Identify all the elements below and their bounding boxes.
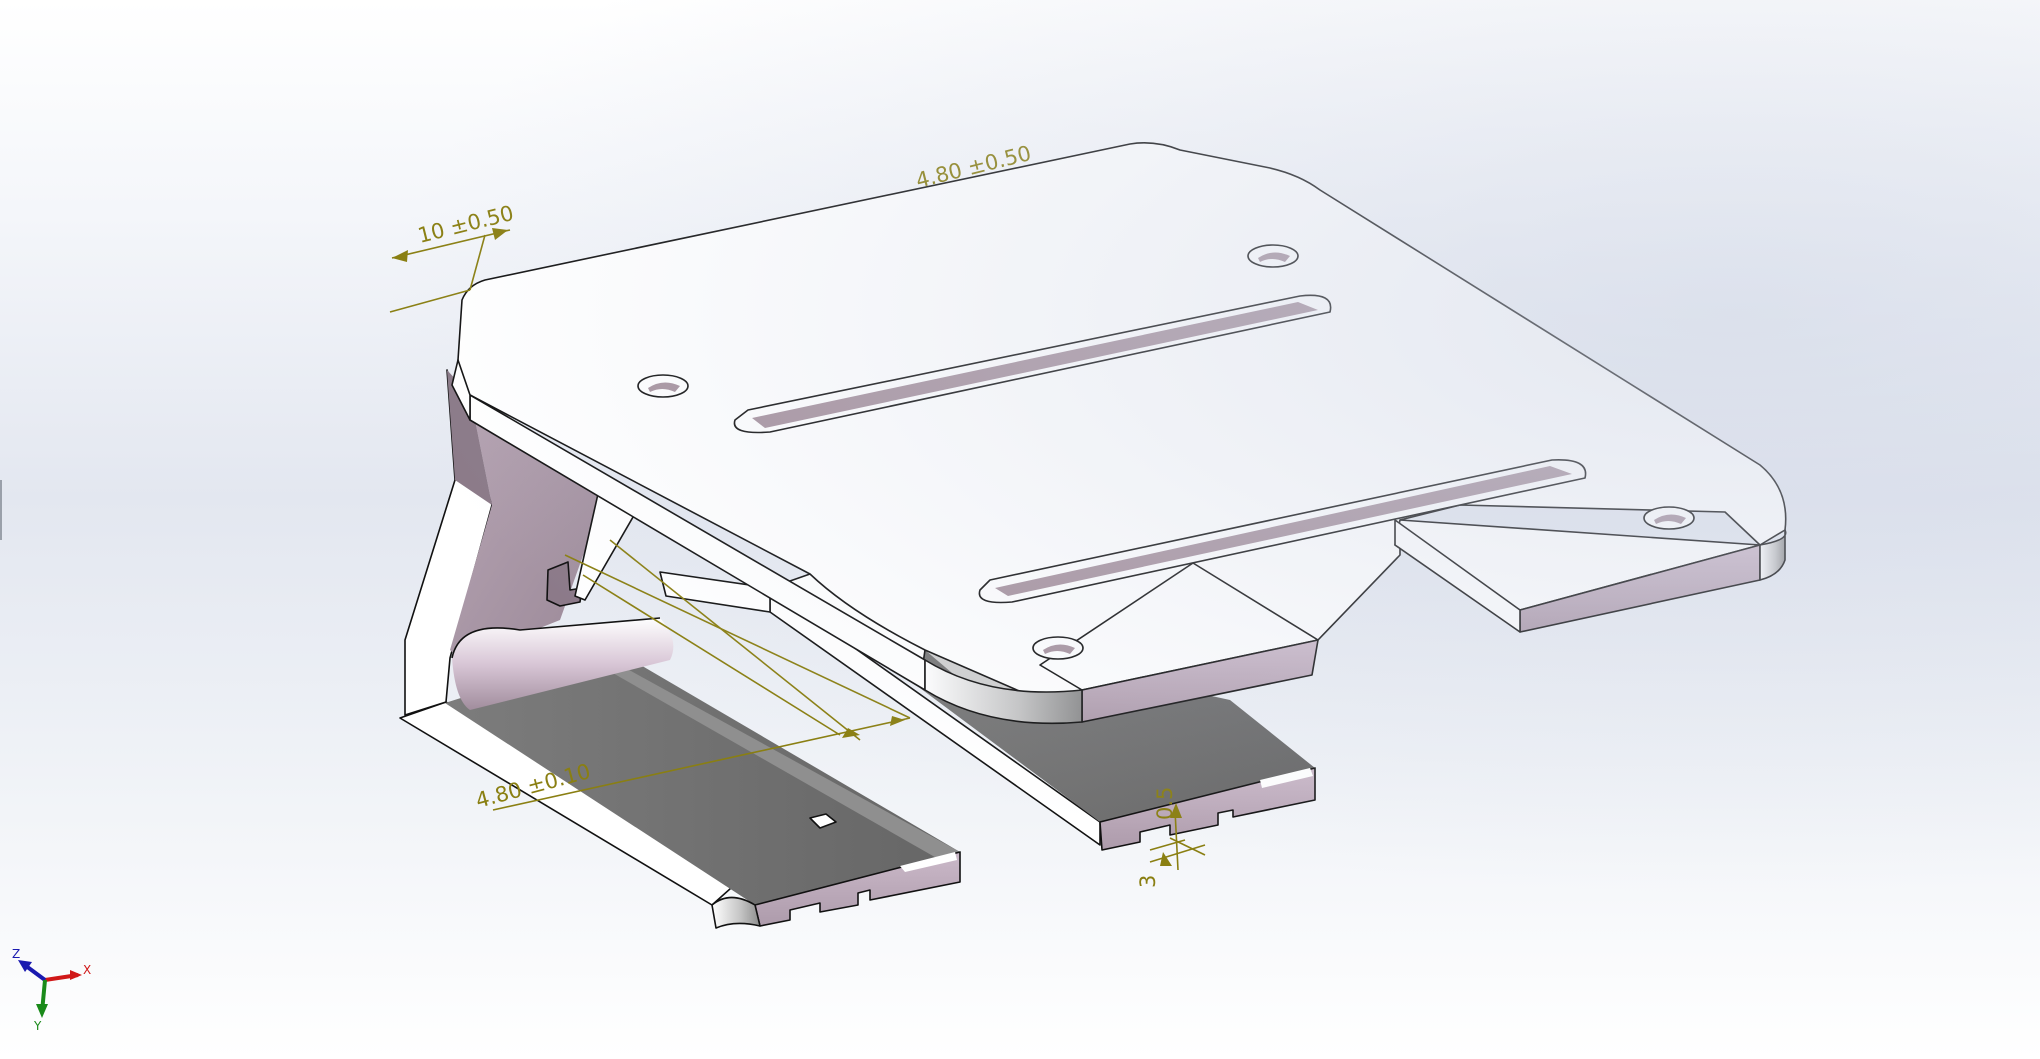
lower-left-flange-highlight bbox=[590, 654, 960, 860]
triad-z-arrow bbox=[18, 960, 32, 972]
lower-right-flange-glint bbox=[1260, 768, 1313, 788]
center-web-lip bbox=[659, 571, 771, 613]
triad-x-label: X bbox=[83, 963, 91, 977]
reference-triad[interactable]: X Z Y bbox=[12, 947, 91, 1033]
mounting-hole-4 bbox=[1032, 636, 1084, 660]
feature-manager-collapse-tab[interactable] bbox=[0, 480, 2, 540]
triad-y-label: Y bbox=[33, 1019, 42, 1033]
lower-left-flange-corner bbox=[711, 896, 761, 929]
top-plate-slot-1-wall bbox=[752, 302, 1318, 428]
left-wall-side-strip bbox=[447, 370, 492, 505]
lower-right-flange-front-face bbox=[1099, 767, 1316, 851]
mounting-hole-2 bbox=[1247, 244, 1299, 268]
triad-x-arrow bbox=[70, 970, 82, 980]
left-bend-surface bbox=[452, 618, 674, 710]
lower-left-flange-glint bbox=[900, 852, 957, 872]
left-bend-edge bbox=[451, 617, 661, 659]
top-plate-right-corner bbox=[1759, 529, 1787, 581]
top-plate-front-corner bbox=[924, 659, 1083, 725]
lower-left-flange-surface bbox=[445, 650, 960, 905]
lower-left-flange-hole bbox=[809, 813, 837, 829]
dim-notch-depth-label: 3 bbox=[1136, 875, 1160, 888]
top-plate bbox=[451, 142, 1787, 725]
mounting-hole-3 bbox=[1643, 506, 1695, 530]
top-plate-right-tab-side bbox=[1394, 519, 1521, 633]
dimension-notch[interactable]: 0.5 3 bbox=[1136, 787, 1206, 888]
top-plate-slot-2-wall bbox=[995, 466, 1572, 596]
triad-y-arrow bbox=[36, 1004, 48, 1018]
triad-z-label: Z bbox=[12, 947, 20, 961]
mounting-hole-1 bbox=[637, 374, 689, 398]
top-plate-left-corner bbox=[451, 359, 471, 421]
dim-notch-width-label: 0.5 bbox=[1153, 787, 1177, 820]
lower-left-flange bbox=[399, 650, 961, 929]
